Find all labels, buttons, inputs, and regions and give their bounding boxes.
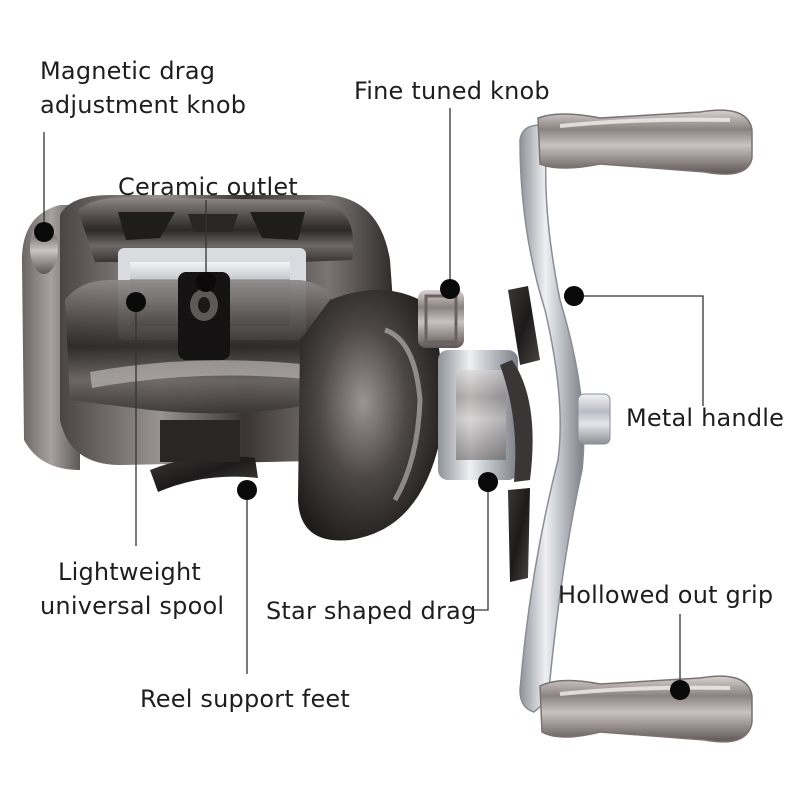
label-metal-handle: Metal handle (626, 404, 785, 432)
cover-cutout-right (250, 212, 305, 240)
ceramic-guide-hole (198, 297, 210, 313)
lower-grip-highlight (559, 685, 731, 696)
upper-grip (537, 109, 753, 175)
leader-metal-handle (574, 295, 704, 406)
label-star-shaped-drag: Star shaped drag (266, 597, 477, 625)
label-hollowed-out-grip: Hollowed out grip (558, 581, 774, 609)
label-lightweight-line1: Lightweight (58, 558, 202, 586)
label-lightweight-line2: universal spool (40, 592, 225, 620)
fine-knob-body (418, 290, 464, 348)
label-magnetic-drag-line1: Magnetic drag (40, 57, 216, 85)
dot-lightweight (126, 292, 146, 312)
gear-stem-shade (456, 370, 506, 460)
dot-metal-handle (564, 286, 584, 306)
dot-magnetic (34, 222, 54, 242)
leader-lines (43, 108, 704, 690)
label-reel-support-feet: Reel support feet (140, 685, 350, 713)
marker-dots (34, 222, 690, 700)
star-drag-side (500, 360, 533, 482)
star-drag-lower-arm (508, 488, 530, 582)
side-cup-highlight (384, 327, 423, 502)
cover-cutout-center (188, 214, 238, 232)
cover-cutout-left (118, 212, 175, 240)
fine-knob-ridge (424, 294, 458, 344)
dot-ceramic (196, 272, 216, 292)
label-ceramic-outlet: Ceramic outlet (118, 173, 298, 201)
reel-foot (150, 455, 258, 492)
dot-hollowed (670, 680, 690, 700)
foot-stem (160, 420, 240, 462)
label-fine-tuned-knob: Fine tuned knob (354, 77, 550, 105)
label-magnetic-drag-line2: adjustment knob (40, 91, 247, 119)
leader-star-drag (474, 482, 489, 611)
dot-star-drag (478, 472, 498, 492)
dot-support-feet (237, 480, 257, 500)
dot-fine-knob (440, 279, 460, 299)
upper-grip-highlight (559, 117, 731, 128)
handle-nut (577, 393, 611, 445)
chrome-highlight (90, 360, 320, 388)
star-drag-upper-arm (508, 286, 540, 365)
